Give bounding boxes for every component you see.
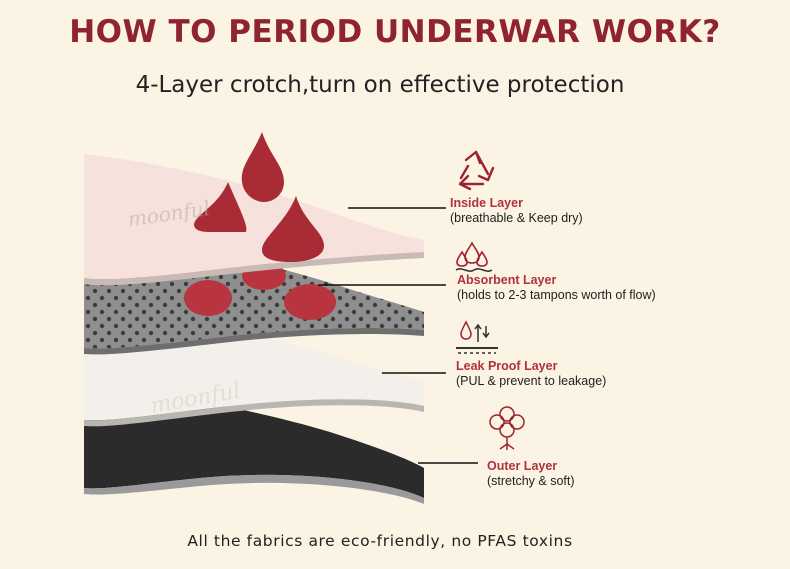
outer-layer-label: Outer Layer (stretchy & soft): [487, 459, 575, 489]
leakproof-icon: [456, 320, 498, 354]
outer-layer-name: Outer Layer: [487, 459, 558, 473]
cotton-icon: [489, 406, 525, 450]
drop-shape: [262, 196, 324, 262]
footer-note: All the fabrics are eco-friendly, no PFA…: [187, 532, 573, 550]
page-subtitle: 4-Layer crotch,turn on effective protect…: [135, 72, 625, 98]
leak-proof-layer-name: Leak Proof Layer: [456, 359, 558, 373]
absorbent-layer-label: Absorbent Layer (holds to 2-3 tampons wo…: [457, 273, 656, 303]
absorbent-layer-name: Absorbent Layer: [457, 273, 557, 287]
inside-layer-desc: (breathable & Keep dry): [450, 211, 583, 225]
drop-shape: [194, 182, 247, 232]
outer-layer-desc: (stretchy & soft): [487, 474, 575, 488]
inside-layer-name: Inside Layer: [450, 196, 523, 210]
absorbent-layer-desc: (holds to 2-3 tampons worth of flow): [457, 288, 656, 302]
inside-layer-sheet: moonful: [84, 132, 424, 286]
recycle-icon: [458, 150, 495, 191]
absorb-drops-icon: [455, 241, 493, 272]
drop-shape: [241, 132, 284, 202]
leak-proof-layer-desc: (PUL & prevent to leakage): [456, 374, 607, 388]
leak-proof-layer-label: Leak Proof Layer (PUL & prevent to leaka…: [456, 359, 606, 389]
inside-layer-label: Inside Layer (breathable & Keep dry): [450, 196, 583, 226]
page-title: HOW TO PERIOD UNDERWAR WORK?: [69, 14, 721, 50]
